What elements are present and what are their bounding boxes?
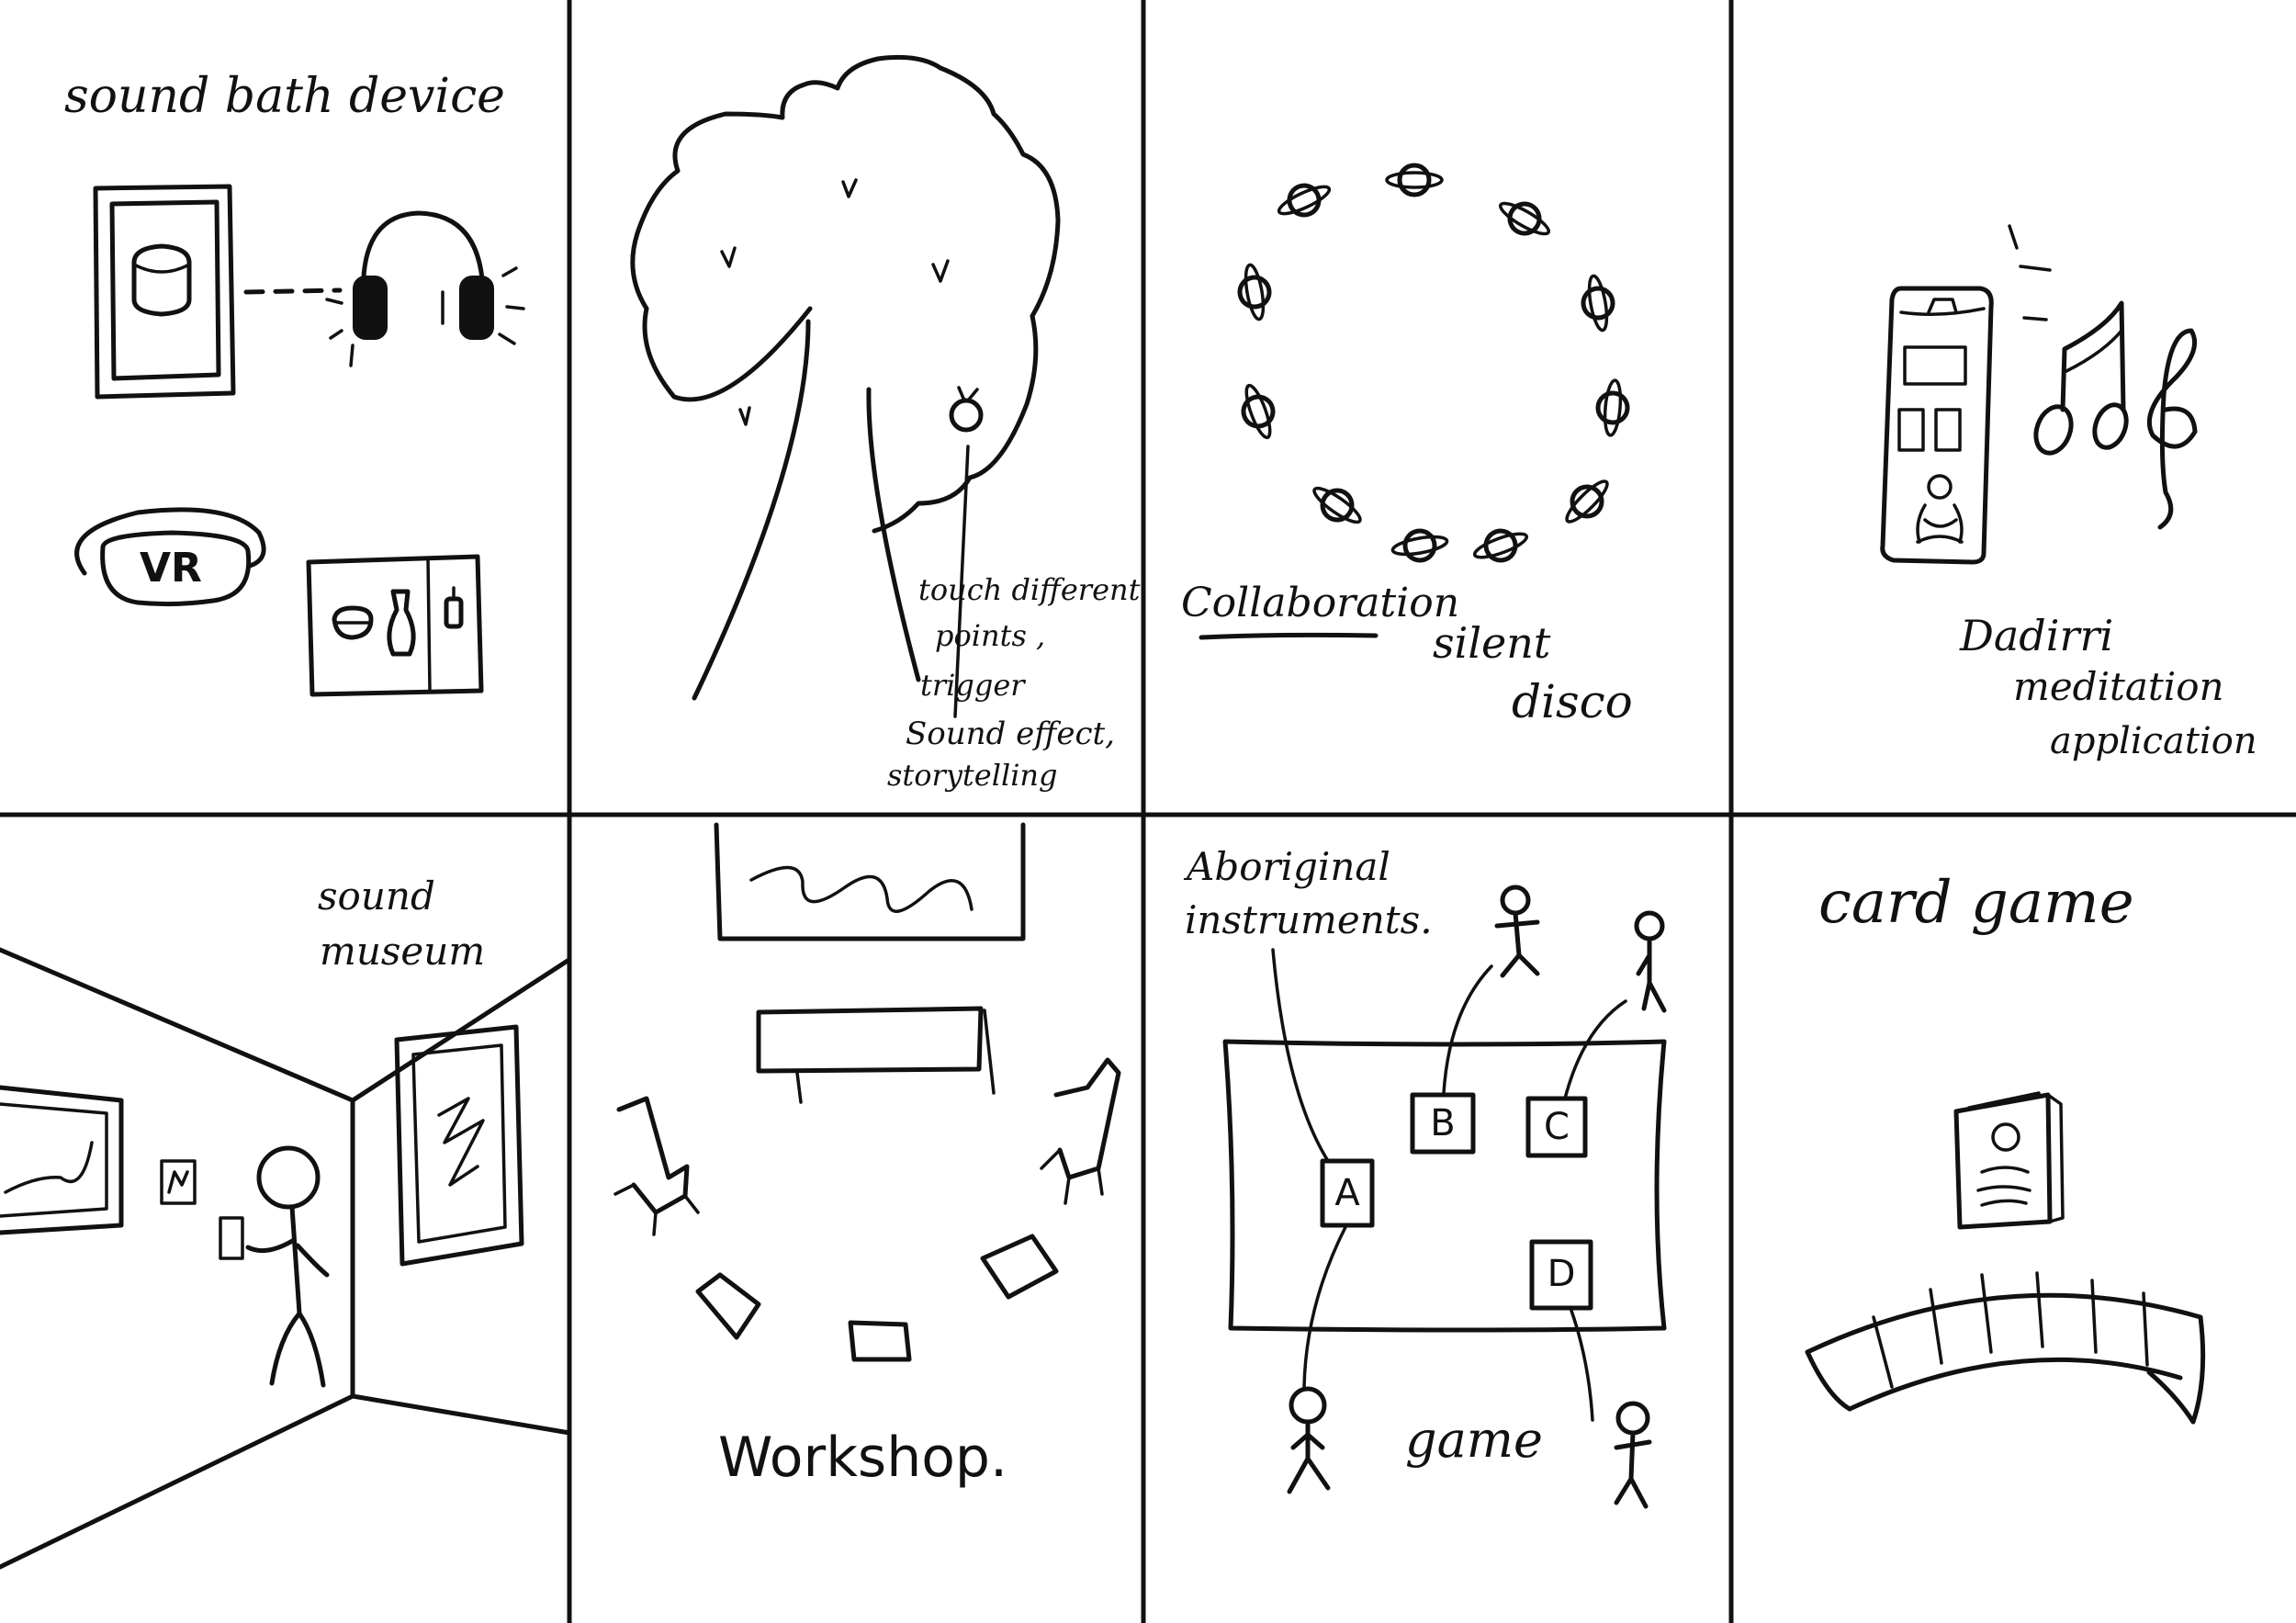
tree-caption-4: Sound effect, [906,716,1115,752]
instruments-title-2: instruments. [1185,897,1433,942]
tree-caption-3: trigger [920,668,1025,703]
player-figures-icon [1287,885,1667,1509]
tablet-icon [93,184,236,400]
card-b-label: B [1430,1102,1456,1144]
music-notes-icon [2033,300,2198,530]
vr-label: VR [140,545,202,592]
chair-left-icon [613,1096,700,1236]
disco-label: disco [1512,675,1633,728]
museum-label: museum [320,929,486,974]
sound-bowls-box-icon [306,554,484,697]
meditation-label: meditation [2013,664,2224,709]
card-game-title: card game [1818,869,2134,937]
curved-card-fan-icon [1805,1271,2206,1425]
connector-lines [1271,948,1627,1422]
tree-caption-1: touch different [918,572,1141,607]
collaboration-label: Collaboration [1181,580,1460,626]
card-deck-icon [1953,1091,2065,1230]
instruments-title-1: Aboriginal [1187,844,1390,889]
small-frame-icon [160,1159,197,1205]
whiteboard-icon [714,822,1026,941]
phone-icon [1880,286,1994,565]
application-label: application [2050,720,2257,762]
museum-room-icon [0,947,572,1570]
painting-right-icon [394,1024,524,1267]
chair-right-icon [1040,1057,1121,1205]
game-board-icon [1222,1039,1667,1333]
workshop-label: Workshop. [718,1426,1008,1490]
table-icon [756,1006,996,1104]
game-label: game [1405,1411,1543,1469]
sound-label: sound [318,873,435,919]
planets-circle-icon [1237,163,1630,563]
card-a-label: A [1334,1172,1360,1214]
dadirri-label: Dadirri [1960,611,2114,660]
tree-caption-2: points , [935,618,1046,653]
painting-left-icon [0,1085,124,1235]
vr-headset-icon [74,507,266,607]
cushions-icon [695,1234,1059,1362]
card-c-label: C [1544,1106,1570,1148]
card-d-label: D [1547,1253,1576,1295]
tree-caption-5: storytelling [887,758,1058,793]
visitor-figure-icon [219,1145,330,1388]
headphones-icon [325,210,525,367]
connection-line [243,287,343,295]
panel1-title: sound bath device [64,69,505,124]
silent-label: silent [1433,618,1551,668]
tree-icon [630,54,1061,718]
collaboration-underline [1199,632,1379,640]
sound-lines-icon [2008,224,2052,321]
